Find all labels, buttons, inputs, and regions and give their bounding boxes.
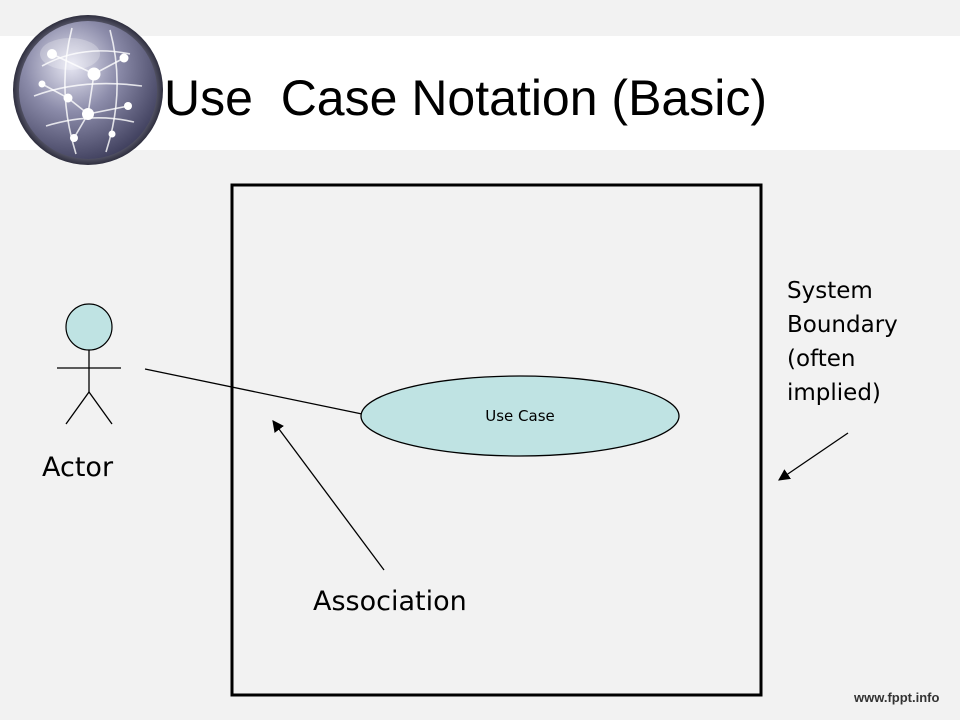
association-line [144,368,363,415]
association-pointer-arrow [272,420,385,571]
use-case-label: Use Case [485,407,555,425]
slide-title: Use Case Notation (Basic) [164,70,768,126]
boundary-label-line: Boundary [787,312,898,338]
actor-label: Actor [42,452,114,483]
use-case-ellipse [360,375,680,457]
boundary-label-line: System [787,278,873,304]
actor-stick-figure [57,303,121,425]
actor-right-leg [88,391,113,425]
actor-left-leg [65,391,90,425]
globe-network-icon [13,15,163,165]
boundary-pointer-arrow [778,432,849,481]
system-boundary-label: System Boundary (often implied) [787,274,937,410]
boundary-label-line: (often [787,346,856,372]
system-boundary-rect [230,183,763,697]
fppt-watermark: www.fppt.info [854,690,940,705]
boundary-label-line: implied) [787,380,881,406]
association-label: Association [313,586,467,617]
actor-head [65,303,113,351]
